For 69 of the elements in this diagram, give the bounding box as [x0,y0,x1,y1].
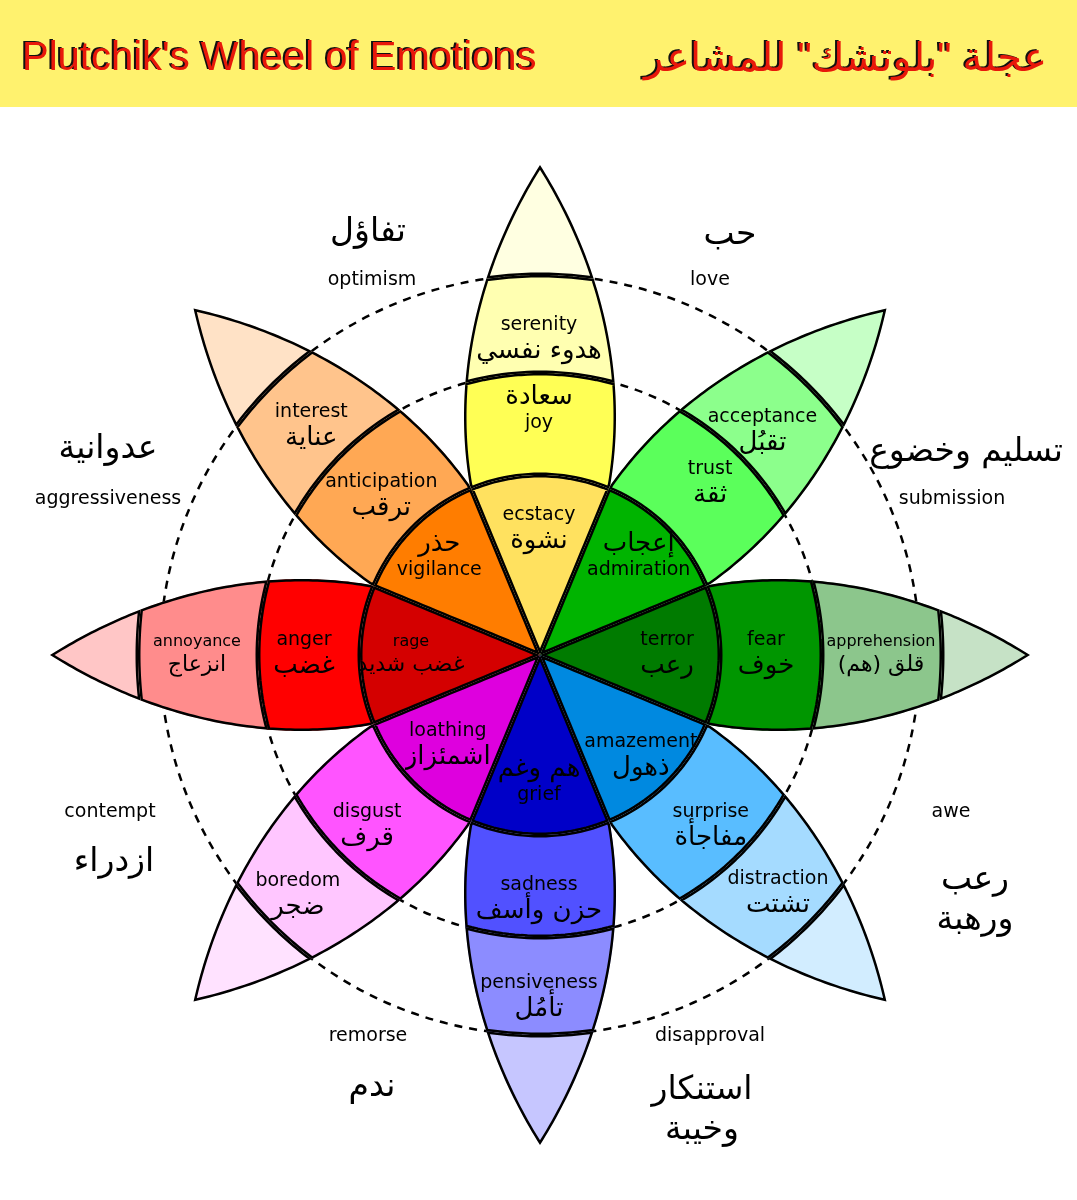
emotion-label: قلق (هم) [836,650,926,676]
dyad-label: تسليم وخضوع [869,430,1063,470]
petal-segment [464,821,616,937]
emotion-label: distraction [727,867,829,889]
emotion-label: ذهول [611,751,671,782]
emotion-label: serenity [499,313,579,335]
emotion-label: amazement [584,729,698,752]
emotion-label: ثقة [691,478,729,509]
emotion-label: disgust [332,799,402,822]
emotion-label: نشوة [510,524,568,555]
emotion-label: grief [517,783,561,805]
emotion-label: interest [274,400,348,423]
petal-segment [138,580,269,730]
dyad-label: aggressiveness [34,486,182,508]
emotion-label: خوف [737,649,795,680]
petal-segment [540,586,720,724]
dyad-label: love [690,267,730,289]
emotion-label: هم وغم [497,753,581,783]
emotion-label: loathing [408,719,488,742]
emotion-label: anticipation [325,470,438,493]
emotion-label: joy [523,411,555,433]
emotion-label: apprehension [826,632,936,651]
emotion-label: سعادة [505,381,573,411]
dyad-label: استنكار وخيبة [649,1068,754,1148]
dyad-label: ندم [348,1065,396,1105]
emotion-label: ضجر [269,891,326,921]
petal-segment [50,609,141,701]
dyad-label: عدوانية [58,427,158,467]
emotion-label: غضب [273,649,335,680]
dyad-label: ازدراء [73,840,155,880]
emotion-label: trust [687,457,733,479]
dyad-label: حب [703,213,757,253]
petal-segment [706,579,822,731]
emotion-label: رعب [640,649,694,680]
dyad-label: تفاؤل [330,210,406,250]
dyad-label: disapproval [654,1023,766,1045]
dyad-label: submission [898,486,1006,508]
emotion-label: boredom [255,869,341,892]
petal-segment [939,609,1030,701]
title: Plutchik's Wheel of Emotions [22,34,537,79]
emotion-label: vigilance [396,558,482,581]
emotion-label: rage [391,632,431,651]
emotion-label: هدوء نفسي [476,334,602,365]
petal-segment [811,580,942,730]
emotion-label: ecstacy [502,503,576,525]
emotion-label: حزن وأسف [475,894,603,925]
emotion-label: تشتت [745,888,811,919]
emotion-label: acceptance [707,404,818,427]
dyad-label: رعب ورهبة [935,858,1015,938]
emotion-label: قرف [340,821,395,852]
emotion-label: terror [640,628,694,650]
emotion-label: ترقب [350,492,413,523]
emotion-label: انزعاج [166,650,228,676]
dyad-label: awe [931,799,971,821]
emotion-label: عناية [284,422,339,453]
emotion-label: تقبُل [738,426,787,457]
emotion-label: fear [746,628,786,650]
petal-segment [486,1031,594,1145]
emotion-label: حذر [416,528,462,559]
dyad-label: remorse [328,1023,408,1045]
petal-segment [486,165,594,279]
emotion-label: anger [275,628,333,650]
emotion-label: إعجاب [601,528,676,559]
title: عجلة "بلوتشك" للمشاعر [644,34,1047,80]
dyad-label: contempt [64,799,156,821]
emotion-label: admiration [587,558,691,581]
emotion-label: annoyance [153,632,241,651]
dyad-label: optimism [327,267,417,289]
petal-segment [464,373,616,489]
